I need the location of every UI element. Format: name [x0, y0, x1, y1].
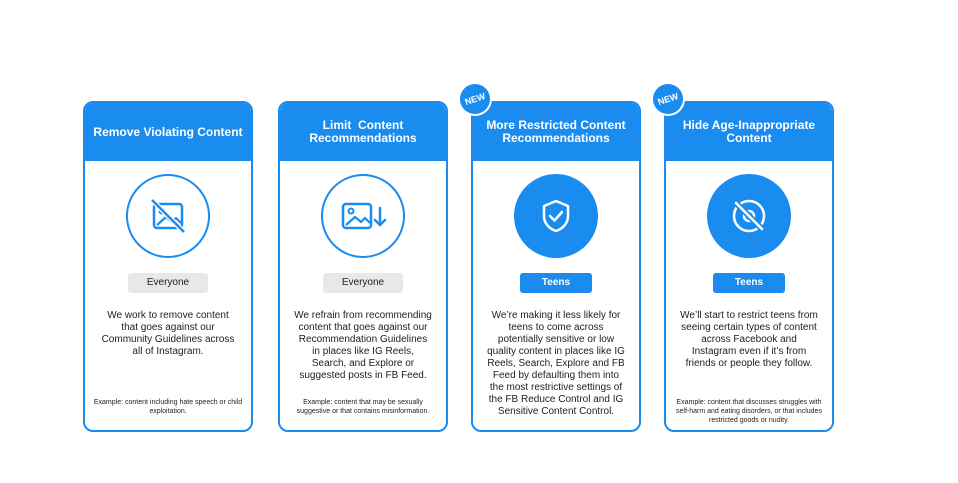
card-title: Hide Age-Inappropriate Content — [666, 103, 832, 161]
card-limit-content-recommendations: Limit Content Recommendations Everyone W… — [278, 101, 448, 432]
card-description: We refrain from recommending content tha… — [294, 310, 432, 381]
card-title: More Restricted Content Recommendations — [473, 103, 639, 161]
card-description: We work to remove content that goes agai… — [101, 310, 235, 357]
card-example: Example: content including hate speech o… — [93, 399, 243, 415]
card-description: We’re making it less likely for teens to… — [487, 310, 625, 417]
audience-badge: Teens — [520, 273, 592, 293]
eye-slash-icon — [707, 174, 791, 258]
audience-badge: Everyone — [128, 273, 208, 293]
card-title: Limit Content Recommendations — [280, 103, 446, 161]
image-arrow-down-icon — [321, 174, 405, 258]
card-example: Example: content that discusses struggle… — [676, 399, 822, 424]
audience-badge: Everyone — [323, 273, 403, 293]
card-more-restricted-recommendations: More Restricted Content Recommendations … — [471, 101, 641, 432]
card-hide-age-inappropriate-content: Hide Age-Inappropriate Content Teens We’… — [664, 101, 834, 432]
image-slash-icon — [126, 174, 210, 258]
card-title: Remove Violating Content — [85, 103, 251, 161]
card-example: Example: content that may be sexually su… — [296, 399, 430, 415]
audience-badge: Teens — [713, 273, 785, 293]
card-description: We’ll start to restrict teens from seein… — [680, 310, 818, 369]
shield-check-icon — [514, 174, 598, 258]
card-remove-violating-content: Remove Violating Content Everyone We wor… — [83, 101, 253, 432]
